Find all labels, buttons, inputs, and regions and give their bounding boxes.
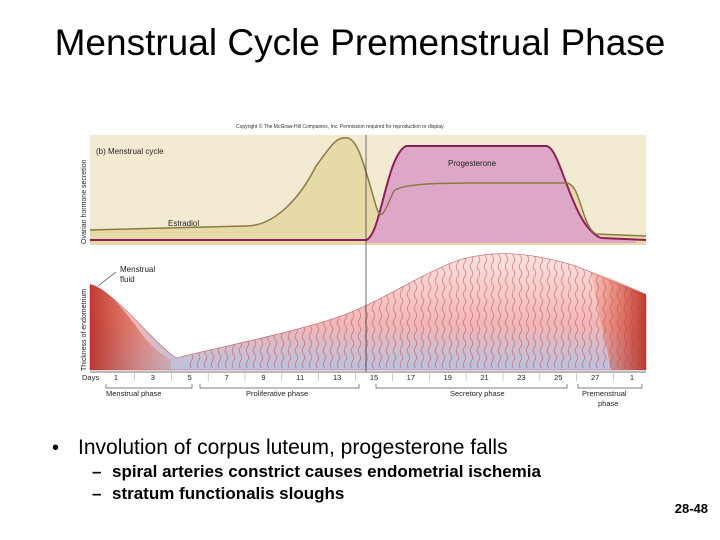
day-tick-label: 5 <box>188 373 192 382</box>
day-tick-label: 3 <box>151 373 155 382</box>
progesterone-area <box>366 146 636 243</box>
day-tick-label: 23 <box>517 373 525 382</box>
day-tick-label: 27 <box>591 373 599 382</box>
day-tick-label: 13 <box>333 373 341 382</box>
menstrual-shedding-right <box>591 271 646 370</box>
day-tick-label: 1 <box>630 373 634 382</box>
menstrual-shedding-left <box>90 284 171 370</box>
menstrual-fluid-label: Menstrual <box>120 265 155 274</box>
day-tick-label: 19 <box>444 373 452 382</box>
sub-bullet-text: stratum functionalis sloughs <box>112 484 345 503</box>
phase-brackets <box>105 384 643 389</box>
menstrual-fluid-label-2: fluid <box>120 275 135 284</box>
bullet-marker: • <box>52 437 60 459</box>
slide-title: Menstrual Cycle Premenstrual Phase <box>54 22 666 63</box>
phase-proliferative: Proliferative phase <box>246 389 308 398</box>
day-tick-label: 7 <box>224 373 228 382</box>
slide-number: 28-48 <box>674 501 708 516</box>
phase-premenstrual-line2: phase <box>598 399 618 408</box>
phase-secretory: Secretory phase <box>450 389 505 398</box>
estradiol-curve <box>89 137 647 237</box>
day-tick-label: 25 <box>554 373 562 382</box>
bullet-main: • Involution of corpus luteum, progester… <box>52 436 672 460</box>
progesterone-curve <box>90 145 647 241</box>
sub-bullet-text: spiral arteries constrict causes endomet… <box>112 462 541 481</box>
phase-menstrual: Menstrual phase <box>106 389 161 398</box>
copyright-notice: Copyright © The McGraw-Hill Companies, I… <box>236 123 445 130</box>
menstrual-cycle-figure: Copyright © The McGraw-Hill Companies, I… <box>81 123 647 408</box>
day-tick-label: 9 <box>261 373 265 382</box>
sub-bullet-marker: – <box>92 462 102 481</box>
day-tick-label: 15 <box>370 373 378 382</box>
sub-bullet: – spiral arteries constrict causes endom… <box>92 462 672 482</box>
day-tick-label: 1 <box>114 373 118 382</box>
menstrual-fluid-pointer <box>97 271 117 287</box>
progesterone-label: Progesterone <box>448 159 497 168</box>
days-label: Days <box>82 373 99 382</box>
panel-label: (b) Menstrual cycle <box>96 147 164 156</box>
phase-premenstrual: Premenstrual <box>582 389 627 398</box>
sub-bullet-marker: – <box>92 484 102 503</box>
y-label-hormone: Ovarian hormone secretion <box>81 159 88 244</box>
day-tick-label: 11 <box>296 373 304 382</box>
sub-bullet: – stratum functionalis sloughs <box>92 484 672 504</box>
endometrial-glands <box>186 253 636 368</box>
day-axis <box>90 372 646 382</box>
y-label-endometrium: Thickness of endometrium <box>81 289 88 371</box>
day-tick-label: 21 <box>480 373 488 382</box>
bullet-list: • Involution of corpus luteum, progester… <box>52 436 672 504</box>
estradiol-label: Estradiol <box>168 219 199 228</box>
bullet-main-text: Involution of corpus luteum, progesteron… <box>78 436 508 459</box>
day-tick-label: 17 <box>407 373 415 382</box>
